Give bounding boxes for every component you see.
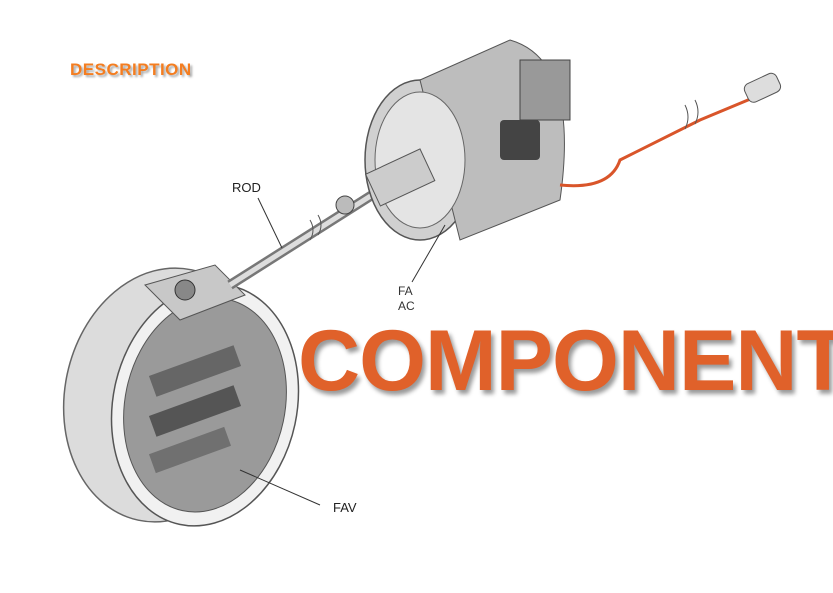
rod-label: ROD xyxy=(232,180,261,195)
fav-damper-drawing xyxy=(62,264,300,527)
rod-drawing xyxy=(227,185,383,290)
actuator-label-fragment-1: FA xyxy=(398,284,413,298)
actuator-leader-line xyxy=(411,224,446,283)
cable-drawing xyxy=(559,72,782,188)
fav-leader-line xyxy=(239,469,321,506)
rod-leader-line xyxy=(257,197,283,249)
actuator-drawing xyxy=(364,39,571,241)
component-overlay-title: COMPONENT xyxy=(298,313,833,409)
actuator-label-fragment-2: AC xyxy=(398,299,415,313)
description-heading: DESCRIPTION xyxy=(70,60,192,79)
fav-label: FAV xyxy=(333,500,357,515)
